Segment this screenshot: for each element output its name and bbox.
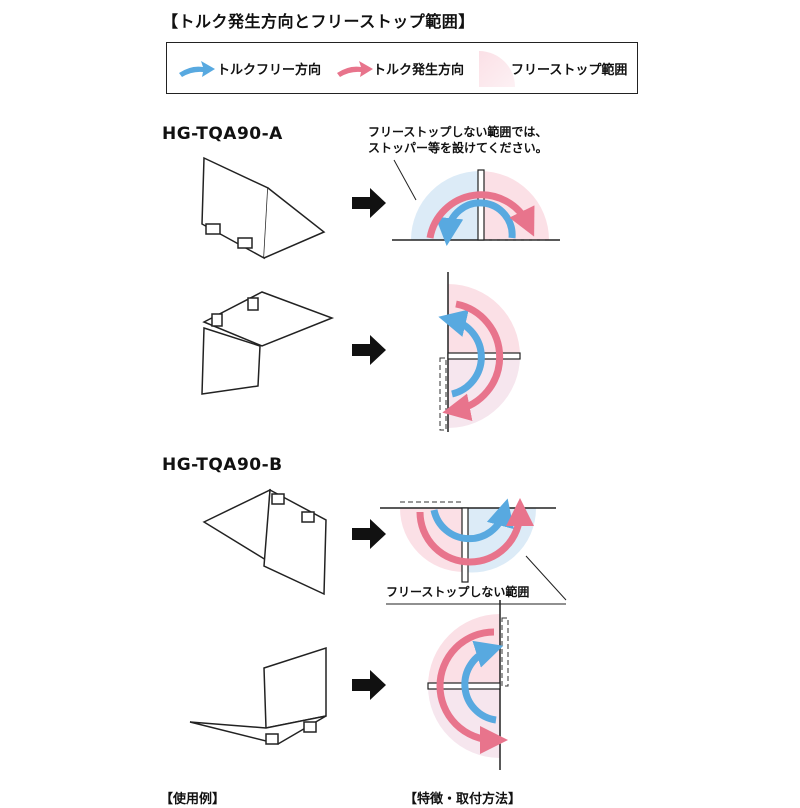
stopper-note-line2: ストッパー等を設けてください。 (368, 141, 548, 155)
section-title-hg-tqa90-b: HG-TQA90-B (162, 455, 283, 475)
section-title-hg-tqa90-a: HG-TQA90-A (162, 124, 283, 144)
stopper-note-line1: フリーストップしない範囲では、 (368, 125, 548, 139)
transform-arrow-4 (352, 670, 386, 700)
free-arc-a2 (438, 309, 485, 398)
legend-label-torque-direction: トルク発生方向 (373, 63, 465, 78)
torque-arc-b1 (416, 498, 534, 566)
transform-arrow-1 (352, 188, 386, 218)
panel-illustration-b2 (189, 646, 327, 745)
panel-illustration-a1 (201, 156, 326, 260)
free-arc-b2 (461, 640, 504, 724)
non-free-stop-note: フリーストップしない範囲 (386, 585, 530, 599)
transform-arrow-3 (352, 519, 386, 549)
legend-graphics (179, 51, 515, 87)
panel-illustration-b1 (202, 488, 327, 596)
legend-box: トルクフリー方向 トルク発生方向 フリーストップ範囲 (166, 42, 638, 94)
rotation-diagram-b1 (380, 498, 567, 605)
torque-direction-legend-arrow (337, 61, 373, 77)
page-title: 【トルク発生方向とフリーストップ範囲】 (162, 12, 475, 31)
rotation-diagram-b2 (427, 600, 509, 770)
panel-illustration-a2 (201, 291, 335, 395)
legend-label-free-stop-range: フリーストップ範囲 (511, 63, 628, 78)
free-direction-legend-arrow (179, 61, 215, 77)
torque-arc-b2 (436, 628, 508, 754)
free-arc-b1 (430, 498, 514, 543)
stopper-note: フリーストップしない範囲では、 ストッパー等を設けてください。 (368, 124, 548, 156)
torque-arc-a1 (426, 191, 535, 239)
free-stop-range-legend-swatch (479, 51, 515, 87)
transform-arrow-2 (352, 335, 386, 365)
rotation-diagram-a1 (392, 159, 560, 246)
rotation-diagram-a2 (438, 272, 521, 432)
legend-label-free-direction: トルクフリー方向 (217, 63, 322, 78)
torque-arc-a2 (442, 300, 504, 422)
